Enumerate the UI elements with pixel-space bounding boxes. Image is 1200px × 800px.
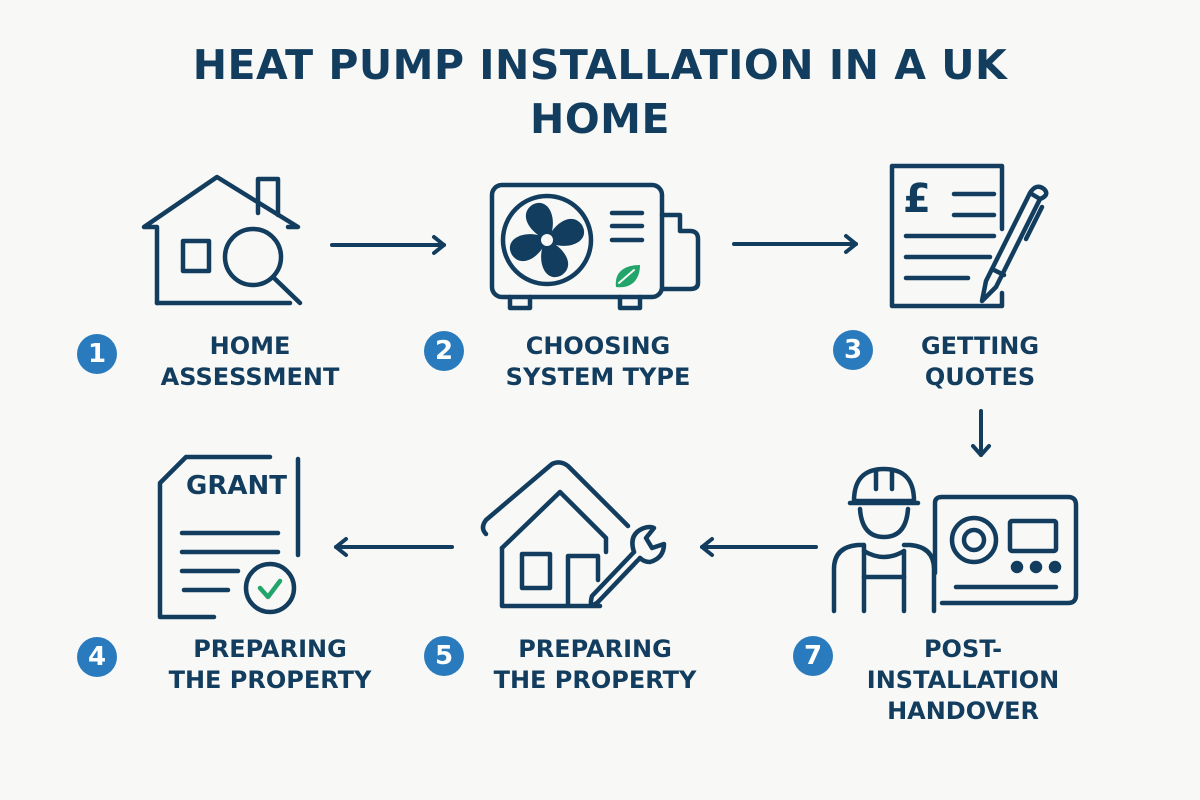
- step-badge-1: 1: [77, 334, 117, 374]
- arrow-left-icon: [698, 537, 818, 557]
- arrow-left-icon: [332, 537, 454, 557]
- pound-symbol: £: [903, 176, 931, 222]
- arrow-right-icon: [732, 234, 860, 254]
- grant-text: GRANT: [186, 471, 287, 501]
- step-label-preparing-property-4: PREPARING THE PROPERTY: [168, 635, 372, 694]
- step-label-post-installation-handover: POST- INSTALLATION HANDOVER: [866, 635, 1060, 725]
- step-badge-7: 7: [793, 636, 833, 676]
- grant-document-icon: GRANT: [157, 454, 308, 620]
- house-wrench-icon: [480, 460, 680, 612]
- step-badge-5: 5: [424, 636, 464, 676]
- engineer-controller-icon: [830, 465, 1080, 615]
- step-label-preparing-property-5: PREPARING THE PROPERTY: [493, 635, 697, 694]
- step-badge-2: 2: [424, 331, 464, 371]
- quote-document-pen-icon: £: [889, 163, 1060, 309]
- step-badge-4: 4: [77, 637, 117, 677]
- arrow-right-icon: [330, 235, 448, 255]
- page-title: HEAT PUMP INSTALLATION IN A UK HOME: [0, 38, 1200, 146]
- step-label-home-assessment: HOME ASSESSMENT: [160, 332, 340, 391]
- title-line-2: HOME: [530, 95, 670, 143]
- house-magnifier-icon: [140, 174, 315, 310]
- step-label-getting-quotes: GETTING QUOTES: [920, 332, 1040, 391]
- heat-pump-unit-icon: [489, 182, 702, 311]
- step-label-choosing-system-type: CHOOSING SYSTEM TYPE: [505, 332, 691, 391]
- step-badge-3: 3: [833, 330, 873, 370]
- arrow-down-icon: [970, 409, 992, 459]
- title-line-1: HEAT PUMP INSTALLATION IN A UK: [192, 41, 1008, 89]
